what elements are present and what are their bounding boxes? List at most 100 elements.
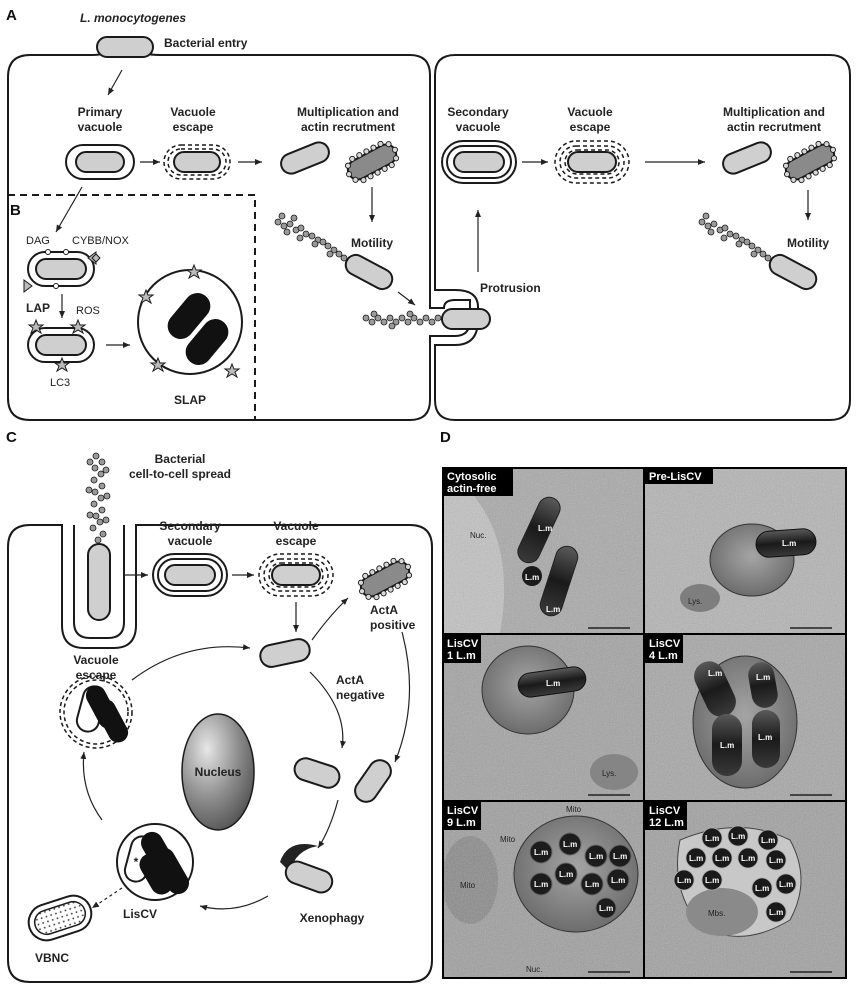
bacterium-actin-coated-c bbox=[357, 557, 413, 601]
lap-vacuole bbox=[23, 249, 101, 293]
bacterium-motile-r bbox=[768, 253, 818, 291]
em-lm-6k: L.m bbox=[779, 880, 793, 889]
em-lm-1a: L.m bbox=[538, 524, 552, 533]
em-lm-6j: L.m bbox=[755, 884, 769, 893]
spread-label-2: cell-to-cell spread bbox=[129, 467, 231, 481]
multiplication-label-1: Multiplication and bbox=[297, 105, 399, 119]
bacterium-xenophagy bbox=[284, 860, 334, 894]
em-lm-5c: L.m bbox=[589, 852, 603, 861]
em-label-mbs-6: Mbs. bbox=[708, 909, 725, 918]
arrow-b1 bbox=[55, 186, 83, 233]
escaping-secondary-vacuole bbox=[554, 140, 630, 184]
protrusion-membrane-inner bbox=[73, 525, 125, 639]
vacuole-escape-left-1: Vacuole bbox=[73, 653, 119, 667]
panel-b-letter: B bbox=[10, 202, 21, 219]
vacuole-escape-left-2: escape bbox=[76, 668, 117, 682]
em-caption-4a: LisCV bbox=[649, 638, 681, 650]
acta-negative-2: negative bbox=[336, 688, 385, 702]
slap-label: SLAP bbox=[174, 393, 206, 407]
vacuole-escape-label-1: Vacuole bbox=[170, 105, 216, 119]
escaping-vacuole-c bbox=[258, 553, 334, 597]
em-label-mito-5c: Mito bbox=[460, 881, 476, 890]
em-tile-cytosolic: Cytosolic actin-free Nuc. L.m L.m L.m bbox=[443, 468, 644, 634]
em-caption-4b: 4 L.m bbox=[649, 650, 678, 662]
em-tile-liscv-1: LisCV 1 L.m L.m Lys. bbox=[443, 635, 644, 801]
arrow-entry bbox=[107, 69, 123, 96]
cybb-label: CYBB/NOX bbox=[72, 235, 130, 247]
secondary-vacuole-label-1: Secondary bbox=[447, 105, 509, 119]
em-lm-1c: L.m bbox=[546, 605, 560, 614]
bacterium-actin-coated bbox=[344, 140, 400, 184]
lc3-star bbox=[27, 318, 87, 373]
xenophagy-label: Xenophagy bbox=[300, 911, 365, 925]
em-label-mito-5b: Mito bbox=[500, 835, 516, 844]
arrow-c6 bbox=[309, 671, 347, 749]
lap-label: LAP bbox=[26, 301, 50, 315]
em-label-nuc-5: Nuc. bbox=[526, 965, 542, 974]
multiplication-label-r1: Multiplication and bbox=[723, 105, 825, 119]
em-tile-liscv-4: LisCV 4 L.m L.m L.m L.m L.m bbox=[645, 635, 846, 801]
em-lm-6d: L.m bbox=[689, 854, 703, 863]
dag-label: DAG bbox=[26, 235, 50, 247]
ros-label: ROS bbox=[76, 305, 100, 317]
bacterium-protrusion bbox=[441, 308, 491, 330]
em-caption-2: Pre-LisCV bbox=[649, 471, 702, 483]
vbnc bbox=[27, 894, 93, 942]
bacterium-escaping bbox=[173, 151, 221, 173]
host-cell-left bbox=[7, 44, 471, 421]
secondary-vacuole-c-1: Secondary bbox=[159, 519, 221, 533]
liscv-label: LisCV bbox=[123, 907, 157, 921]
vacuole-escape-label-r1: Vacuole bbox=[567, 105, 613, 119]
motility-label: Motility bbox=[351, 236, 393, 250]
host-cell-c bbox=[7, 524, 433, 983]
nucleus-label: Nucleus bbox=[195, 765, 242, 779]
liscv bbox=[116, 823, 194, 901]
em-label-nuc-1: Nuc. bbox=[470, 531, 486, 540]
lc3-label: LC3 bbox=[50, 377, 70, 389]
liscv-escape bbox=[59, 675, 133, 749]
vbnc-label: VBNC bbox=[35, 951, 69, 965]
arrow-c8 bbox=[199, 895, 269, 911]
bacterium-free-r bbox=[722, 141, 772, 175]
acta-positive-2: positive bbox=[370, 618, 416, 632]
vacuole-escape-c-2: escape bbox=[276, 534, 317, 548]
em-lm-5b: L.m bbox=[563, 840, 577, 849]
em-caption-3a: LisCV bbox=[447, 638, 479, 650]
em-caption-3b: 1 L.m bbox=[447, 650, 476, 662]
actin-comet-tail bbox=[274, 212, 348, 262]
bacterium-actin-coated-r bbox=[782, 140, 838, 184]
primary-vacuole-label-2: vacuole bbox=[78, 120, 123, 134]
vacuole-escape-c-1: Vacuole bbox=[273, 519, 319, 533]
em-lm-5a: L.m bbox=[534, 848, 548, 857]
em-lm-6l: L.m bbox=[769, 908, 783, 917]
nucleus bbox=[181, 713, 255, 831]
em-label-mito-5a: Mito bbox=[566, 805, 582, 814]
actin-comet-tail-r bbox=[698, 212, 772, 262]
arrow-c7 bbox=[317, 799, 339, 849]
host-cell-right bbox=[434, 54, 851, 421]
arrow-c10 bbox=[80, 751, 103, 821]
em-lm-1b: L.m bbox=[525, 573, 539, 582]
arrow-c11 bbox=[131, 644, 251, 681]
escaping-vacuole-inner bbox=[167, 148, 227, 176]
bacterium-free bbox=[280, 141, 330, 175]
em-lm-5f: L.m bbox=[559, 870, 573, 879]
panel-d-letter: D bbox=[440, 429, 451, 446]
em-tile-liscv-9: LisCV 9 L.m Mito Mito Mito Nuc. L.m L.m … bbox=[442, 802, 644, 978]
vacuole-escape-label-2: escape bbox=[173, 120, 214, 134]
species-label: L. monocytogenes bbox=[80, 11, 186, 25]
em-lm-5g: L.m bbox=[585, 880, 599, 889]
em-caption-5b: 9 L.m bbox=[447, 817, 476, 829]
em-lm-6e: L.m bbox=[715, 854, 729, 863]
em-lm-4c: L.m bbox=[720, 741, 734, 750]
panel-c-letter: C bbox=[6, 429, 17, 446]
secondary-vacuole-c-2: vacuole bbox=[168, 534, 213, 548]
em-lm-5e: L.m bbox=[534, 880, 548, 889]
em-lm-6a: L.m bbox=[705, 834, 719, 843]
em-lm-5i: L.m bbox=[599, 904, 613, 913]
acta-positive-1: ActA bbox=[370, 603, 398, 617]
panel-b-border bbox=[8, 194, 256, 420]
em-lm-2: L.m bbox=[782, 539, 796, 548]
em-lm-6g: L.m bbox=[769, 856, 783, 865]
